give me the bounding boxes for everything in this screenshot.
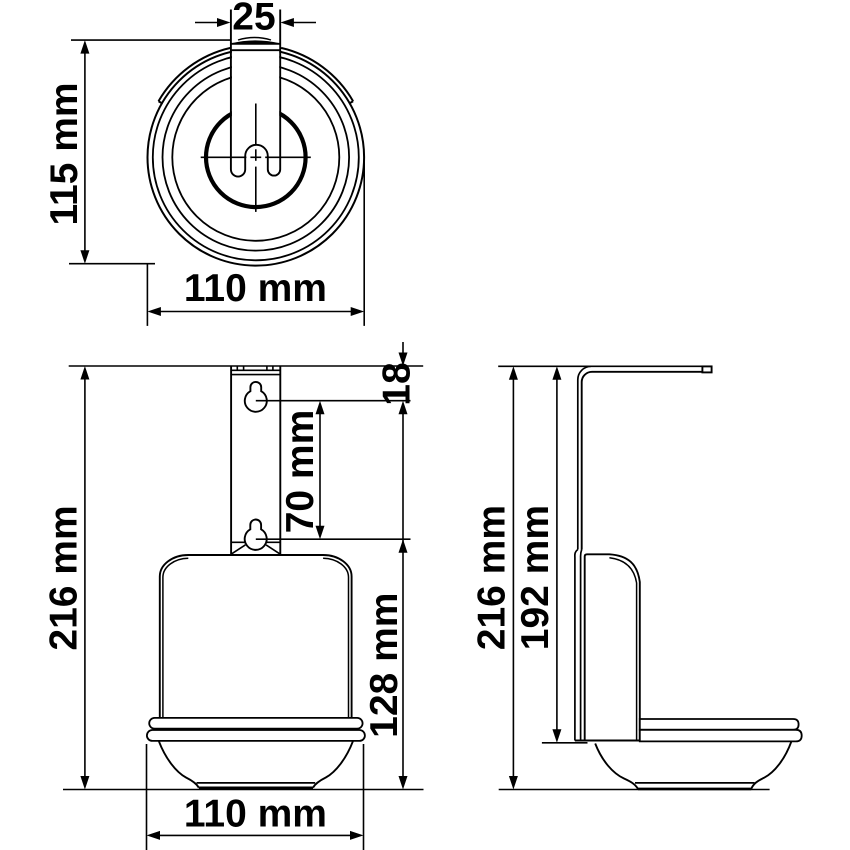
svg-text:128 mm: 128 mm: [363, 593, 406, 738]
svg-text:70 mm: 70 mm: [279, 410, 322, 534]
svg-text:110 mm: 110 mm: [184, 793, 327, 836]
svg-text:192 mm: 192 mm: [514, 505, 557, 650]
svg-text:216 mm: 216 mm: [471, 505, 514, 650]
svg-text:110 mm: 110 mm: [184, 267, 327, 310]
svg-text:25: 25: [232, 0, 275, 39]
svg-text:115 mm: 115 mm: [43, 82, 86, 225]
svg-text:18: 18: [376, 362, 419, 405]
svg-text:216 mm: 216 mm: [43, 505, 86, 650]
